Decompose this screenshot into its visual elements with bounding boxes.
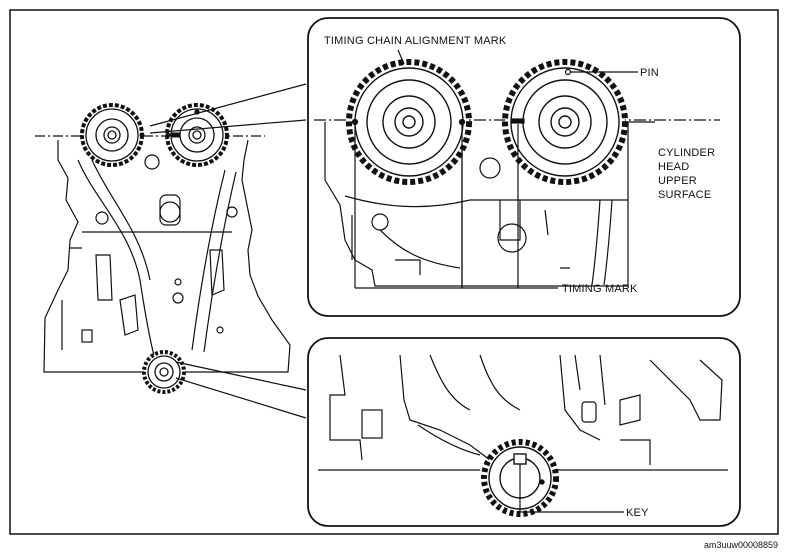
diagram-border — [9, 9, 779, 535]
figure-id: am3uuw00008859 — [704, 540, 778, 550]
callout-leaders — [149, 83, 307, 419]
top-callout-marks — [351, 49, 655, 289]
cylinder-head-label: CYLINDER HEAD UPPER SURFACE — [658, 147, 719, 201]
cylinder-head-line-2: HEAD — [658, 161, 689, 173]
left-crank-sprocket — [142, 350, 186, 394]
timing-mark-label: TIMING MARK — [562, 283, 638, 295]
left-timing-marks — [139, 132, 181, 138]
bottom-callout-frame — [307, 337, 741, 527]
key-label: KEY — [626, 507, 649, 519]
engine-front-overview — [35, 135, 291, 373]
left-cam-sprocket-exhaust — [80, 103, 144, 167]
cylinder-head-line-3: UPPER — [658, 175, 697, 187]
pin-label: PIN — [640, 67, 659, 79]
bottom-callout — [307, 337, 741, 527]
intake-cam-sprocket — [502, 59, 628, 185]
left-cam-sprocket-intake — [165, 103, 229, 167]
exhaust-cam-sprocket — [346, 59, 472, 185]
cylinder-head-line-4: SURFACE — [658, 189, 711, 201]
cylinder-head-line-1: CYLINDER — [658, 147, 715, 159]
timing-chain-alignment-mark-label: TIMING CHAIN ALIGNMENT MARK — [324, 35, 507, 47]
key-leader — [519, 464, 624, 513]
